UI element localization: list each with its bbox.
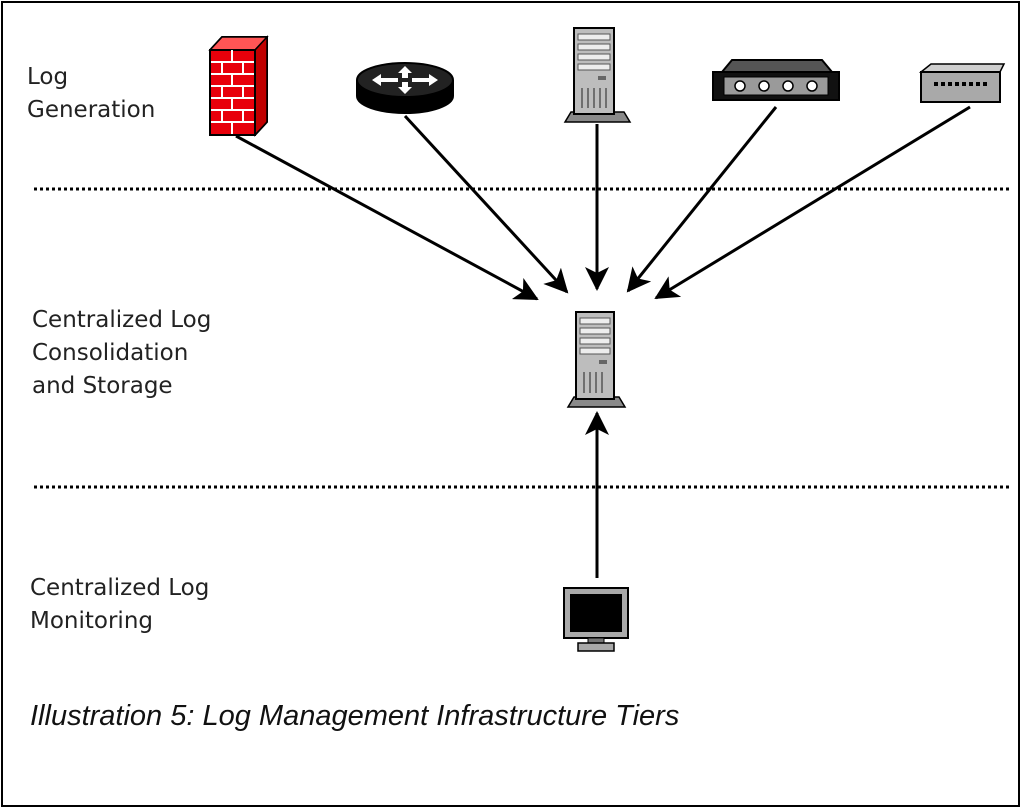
tier-label-log-generation: Log Generation xyxy=(27,64,156,123)
network-switch-icon xyxy=(918,63,1006,103)
arrow-router-to-server xyxy=(403,114,569,294)
arrow-switch-to-server xyxy=(654,105,971,300)
monitor-icon xyxy=(563,587,629,652)
arrow-firewall-to-server xyxy=(235,134,539,301)
arrow-hub-to-server xyxy=(626,106,778,293)
router-icon xyxy=(356,62,454,114)
generation-arrows xyxy=(235,105,971,578)
figure-caption: Illustration 5: Log Management Infrastru… xyxy=(30,700,680,732)
tier-label-log-monitoring: Centralized Log Monitoring xyxy=(30,575,210,634)
tier-label-consolidation-storage: Centralized Log Consolidation and Storag… xyxy=(32,307,212,399)
hub-icon xyxy=(712,59,840,101)
log-server-icon xyxy=(566,311,627,408)
server-tower-icon xyxy=(563,27,632,123)
firewall-icon xyxy=(208,35,269,137)
